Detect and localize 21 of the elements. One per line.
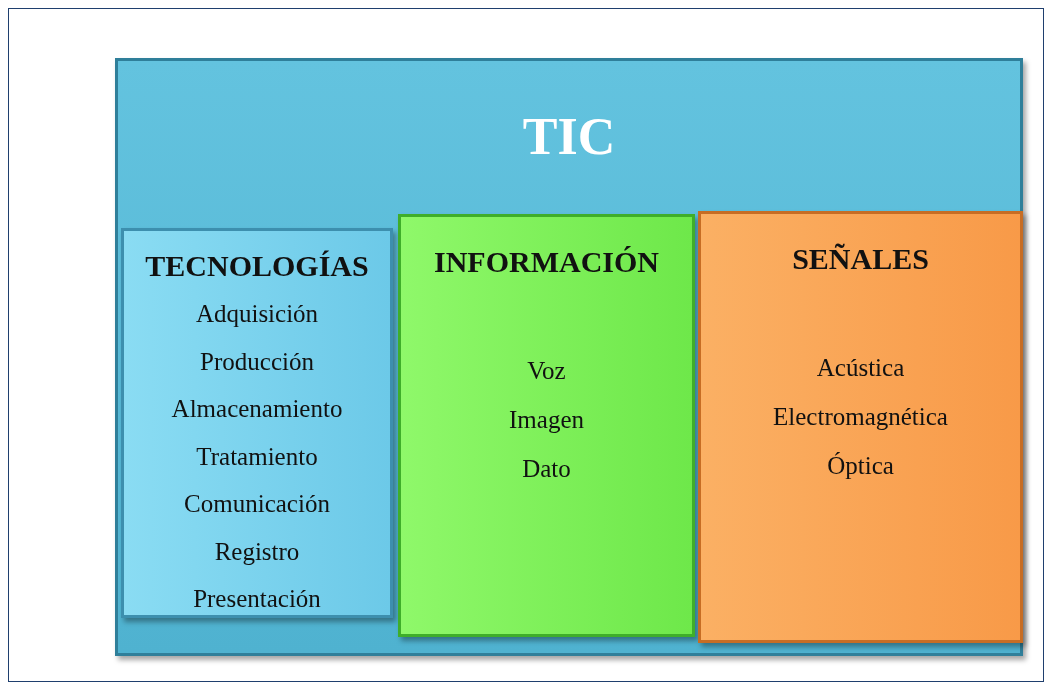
list-item: Voz: [527, 357, 566, 385]
main-title: TIC: [522, 107, 616, 166]
list-item: Registro: [214, 537, 300, 566]
list-item: Acústica: [816, 354, 905, 382]
column-heading: INFORMACIÓN: [434, 245, 659, 279]
column-heading: SEÑALES: [792, 242, 929, 276]
list-item: Dato: [522, 455, 571, 483]
list-item: Adquisición: [195, 300, 319, 328]
list-item: Presentación: [193, 585, 321, 613]
column-panel: [121, 228, 393, 618]
column-panel: [398, 214, 695, 637]
column-panel: [698, 211, 1023, 643]
list-item: Imagen: [509, 406, 584, 434]
main-panel: [115, 58, 1023, 656]
column-heading: TECNOLOGÍAS: [145, 249, 369, 283]
list-item: Producción: [200, 347, 314, 376]
list-item: Tratamiento: [196, 442, 318, 471]
list-item: Almacenamiento: [171, 395, 343, 423]
list-item: Comunicación: [184, 490, 330, 518]
list-item: Electromagnética: [773, 403, 948, 431]
list-item: Óptica: [827, 452, 894, 480]
